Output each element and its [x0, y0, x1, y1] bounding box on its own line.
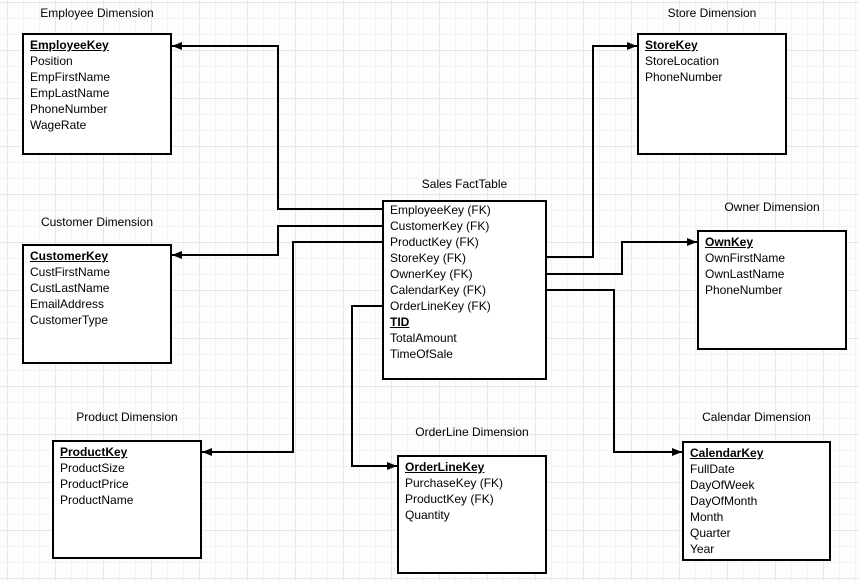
customer-dimension-title: Customer Dimension	[40, 215, 154, 229]
field-storelocation: StoreLocation	[645, 54, 720, 68]
field-calendarkey: CalendarKey	[690, 446, 764, 460]
field-customerkey-fk: CustomerKey (FK)	[390, 219, 490, 233]
field-productprice: ProductPrice	[60, 477, 129, 491]
field-wagerate: WageRate	[30, 118, 87, 132]
field-ownkey: OwnKey	[705, 235, 754, 249]
field-productkey-fk: ProductKey (FK)	[405, 492, 494, 506]
employee-dimension-table[interactable]: EmployeeKey Position EmpFirstName EmpLas…	[22, 33, 172, 155]
store-dimension-table[interactable]: StoreKey StoreLocation PhoneNumber	[637, 33, 787, 155]
field-tid: TID	[390, 315, 410, 329]
employee-dimension-title: Employee Dimension	[40, 6, 154, 20]
field-phonenumber: PhoneNumber	[645, 70, 723, 84]
field-employeekey: EmployeeKey	[30, 38, 109, 52]
field-quantity: Quantity	[405, 508, 450, 522]
connector-fact-orderline[interactable]	[351, 305, 397, 470]
field-orderlinekey: OrderLineKey	[405, 460, 485, 474]
owner-dimension-table[interactable]: OwnKey OwnFirstName OwnLastName PhoneNum…	[697, 230, 847, 350]
field-ownfirstname: OwnFirstName	[705, 251, 786, 265]
owner-dimension-title: Owner Dimension	[724, 200, 820, 214]
field-orderlinekey-fk: OrderLineKey (FK)	[390, 299, 491, 313]
connector-fact-owner[interactable]	[547, 238, 697, 275]
connector-fact-store[interactable]	[547, 42, 637, 258]
calendar-dimension-table[interactable]: CalendarKey FullDate DayOfWeek DayOfMont…	[682, 441, 831, 561]
field-totalamount: TotalAmount	[390, 331, 457, 345]
field-productkey: ProductKey	[60, 445, 128, 459]
orderline-dimension-title: OrderLine Dimension	[415, 425, 529, 439]
field-phonenumber: PhoneNumber	[30, 102, 108, 116]
field-purchasekey-fk: PurchaseKey (FK)	[405, 476, 504, 490]
field-custlastname: CustLastName	[30, 281, 110, 295]
orderline-dimension-table[interactable]: OrderLineKey PurchaseKey (FK) ProductKey…	[397, 455, 547, 574]
field-emplastname: EmpLastName	[30, 86, 110, 100]
field-productkey-fk: ProductKey (FK)	[390, 235, 479, 249]
field-productname: ProductName	[60, 493, 134, 507]
field-storekey-fk: StoreKey (FK)	[390, 251, 467, 265]
sales-facttable-title: Sales FactTable	[421, 177, 508, 191]
field-emailaddress: EmailAddress	[30, 297, 105, 311]
field-quarter: Quarter	[690, 526, 731, 540]
connector-fact-customer[interactable]	[172, 225, 382, 259]
field-month: Month	[690, 510, 724, 524]
field-empfirstname: EmpFirstName	[30, 70, 111, 84]
field-year: Year	[690, 542, 715, 556]
field-custfirstname: CustFirstName	[30, 265, 111, 279]
field-productsize: ProductSize	[60, 461, 125, 475]
connector-fact-calendar[interactable]	[547, 289, 682, 456]
field-position: Position	[30, 54, 73, 68]
field-fulldate: FullDate	[690, 462, 735, 476]
product-dimension-title: Product Dimension	[76, 410, 178, 424]
field-ownerkey-fk: OwnerKey (FK)	[390, 267, 473, 281]
store-dimension-title: Store Dimension	[667, 6, 757, 20]
field-customertype: CustomerType	[30, 313, 109, 327]
field-customerkey: CustomerKey	[30, 249, 109, 263]
sales-facttable-table[interactable]: EmployeeKey (FK) CustomerKey (FK) Produc…	[382, 200, 547, 380]
field-calendarkey-fk: CalendarKey (FK)	[390, 283, 487, 297]
product-dimension-table[interactable]: ProductKey ProductSize ProductPrice Prod…	[52, 440, 202, 559]
field-phonenumber: PhoneNumber	[705, 283, 783, 297]
field-ownlastname: OwnLastName	[705, 267, 785, 281]
connector-fact-product[interactable]	[202, 241, 382, 456]
connector-fact-employee[interactable]	[172, 42, 382, 210]
customer-dimension-table[interactable]: CustomerKey CustFirstName CustLastName E…	[22, 244, 172, 364]
field-dayofweek: DayOfWeek	[690, 478, 755, 492]
field-dayofmonth: DayOfMonth	[690, 494, 758, 508]
field-employeekey-fk: EmployeeKey (FK)	[390, 203, 491, 217]
field-storekey: StoreKey	[645, 38, 698, 52]
calendar-dimension-title: Calendar Dimension	[702, 410, 811, 424]
field-timeofsale: TimeOfSale	[390, 347, 453, 361]
